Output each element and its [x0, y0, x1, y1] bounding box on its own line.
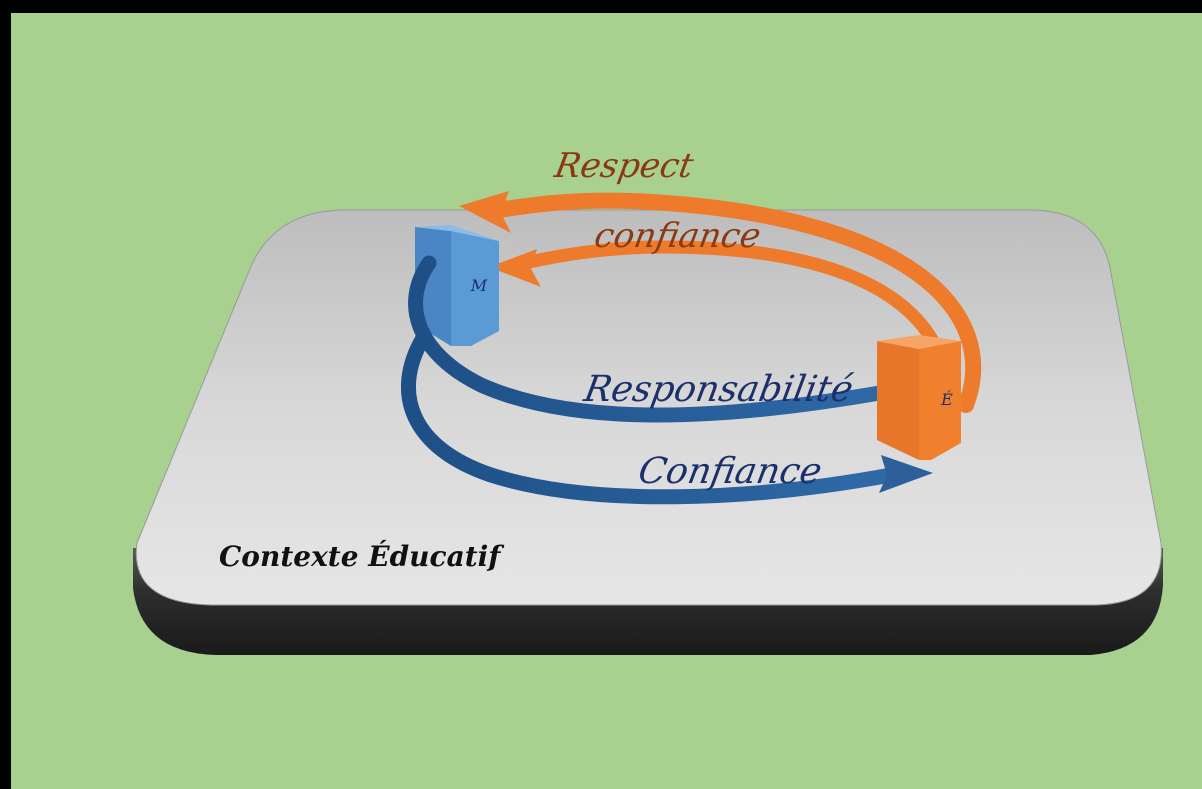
box-e-label: É: [940, 389, 953, 409]
label-responsabilite: Responsabilité: [580, 367, 857, 410]
diagram-canvas: M É Respect confiance Responsabilité Con…: [11, 13, 1202, 789]
blue-arrow-responsabilite: [408, 255, 899, 423]
orange-arrowhead-respect: [459, 191, 511, 233]
label-context: Contexte Éducatif: [219, 540, 505, 573]
label-confiance-top: confiance: [591, 216, 763, 256]
blue-arrowhead-confiance: [879, 455, 933, 493]
blue-arrow-confiance: [401, 330, 899, 505]
box-e: É: [877, 335, 961, 460]
orange-arrowhead-confiance: [489, 249, 541, 287]
diagram-svg: M É Respect confiance Responsabilité Con…: [11, 13, 1202, 789]
label-respect: Respect: [551, 146, 697, 186]
orange-arrow-confiance: [509, 240, 948, 365]
label-confiance-bottom: Confiance: [635, 449, 825, 492]
box-m-label: M: [470, 276, 488, 295]
orange-arrow-respect: [483, 192, 982, 413]
